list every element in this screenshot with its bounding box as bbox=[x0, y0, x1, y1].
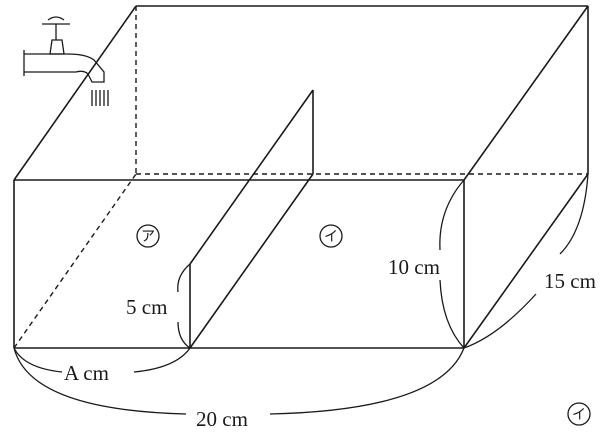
brace-10-cm bbox=[439, 179, 465, 251]
svg-text:イ: イ bbox=[572, 407, 586, 423]
partition bbox=[189, 89, 314, 349]
dimension-braces bbox=[13, 173, 589, 415]
region-marker-i: イ bbox=[319, 224, 343, 248]
brace-20-cm bbox=[13, 347, 187, 415]
label-10-cm: 10 cm bbox=[388, 255, 440, 279]
box-outline bbox=[13, 5, 589, 349]
label-a-cm: A cm bbox=[64, 361, 109, 385]
svg-text:イ: イ bbox=[324, 229, 338, 245]
brace-a-cm bbox=[13, 347, 63, 373]
label-15-cm: 15 cm bbox=[544, 269, 596, 293]
svg-text:ア: ア bbox=[141, 229, 155, 245]
brace-5-cm bbox=[177, 263, 191, 293]
region-marker-a: ア bbox=[136, 224, 160, 248]
label-5-cm: 5 cm bbox=[126, 295, 167, 319]
brace-15-cm bbox=[559, 173, 589, 255]
left-top-slant-edge bbox=[13, 5, 137, 181]
bottom-right-slant-edge bbox=[463, 173, 589, 349]
label-20-cm: 20 cm bbox=[196, 407, 248, 431]
top-right-slant-edge bbox=[463, 5, 589, 181]
hidden-edges bbox=[13, 6, 588, 349]
corner-marker-i: イ bbox=[567, 402, 591, 426]
faucet-icon bbox=[23, 16, 109, 106]
